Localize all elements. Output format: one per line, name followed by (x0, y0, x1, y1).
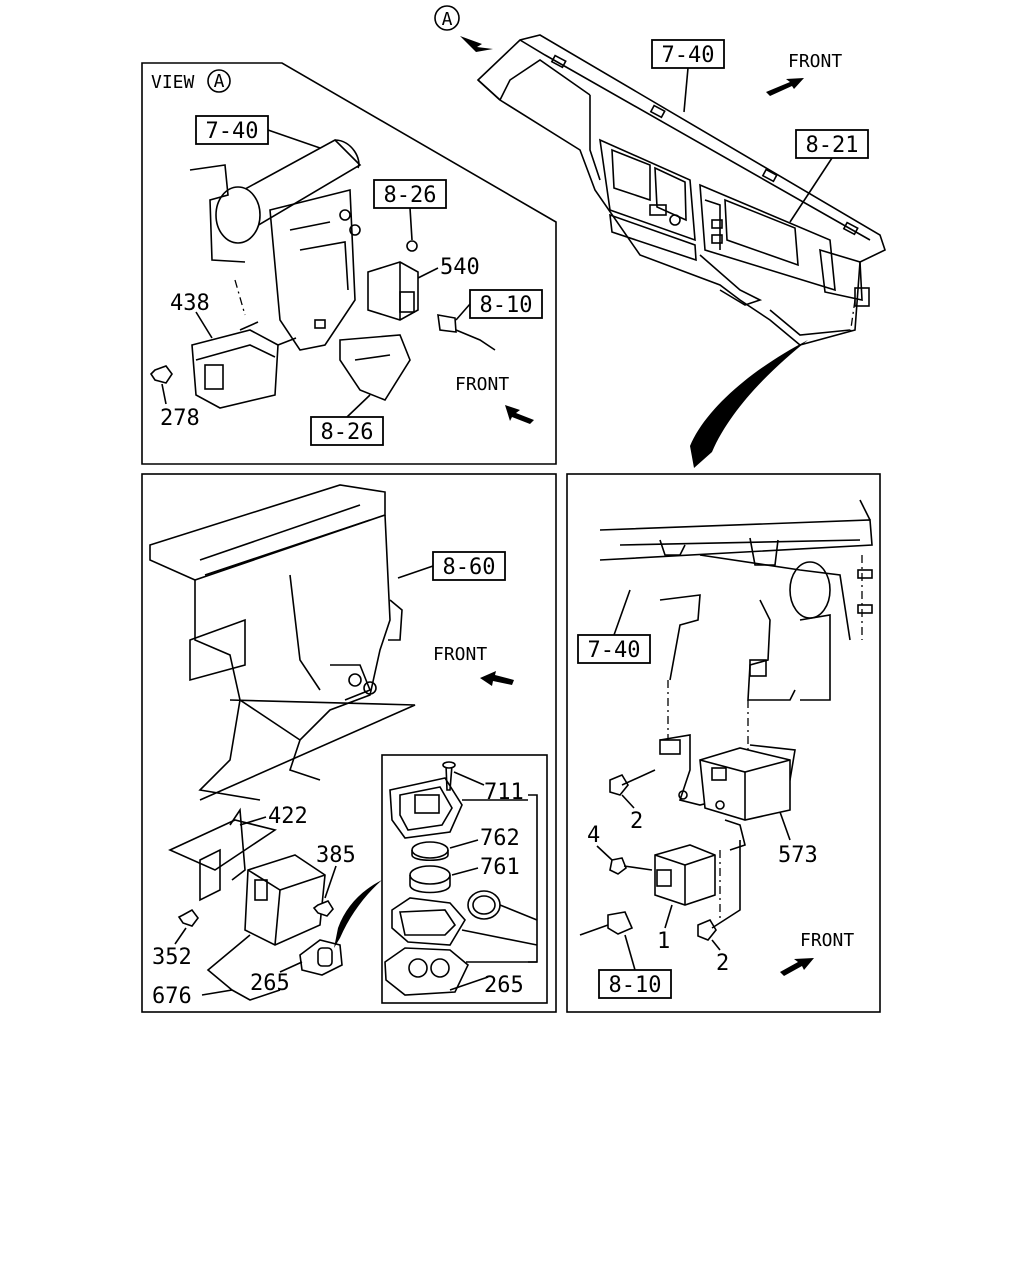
view-a-title: VIEW (151, 72, 195, 93)
view-a-controller-label: 438 (170, 291, 210, 316)
panel-heater-frame (141, 473, 557, 1013)
bracket-bolt-top-label: 2 (630, 809, 643, 834)
view-a-relay-label: 540 (440, 255, 480, 280)
bracket-screw-label: 4 (587, 823, 600, 848)
meter-label-box (795, 129, 869, 159)
bracket-bolt-bottom-label: 2 (716, 951, 729, 976)
bracket-front-arrow (780, 958, 814, 976)
front-label-top: FRONT (788, 51, 842, 72)
dashboard-overview: A 7-40 (434, 5, 886, 468)
front-arrow-top (766, 78, 804, 96)
heater-screw-left-label: 352 (152, 945, 192, 970)
panel-view-a-frame (141, 62, 557, 465)
view-a-front-label: FRONT (455, 374, 509, 395)
heater-key-small-label: 265 (250, 971, 290, 996)
view-a-marker-letter: A (442, 9, 453, 30)
view-a-bar-label: 7-40 (206, 119, 259, 144)
bracket-harness-label: 8-10 (609, 973, 662, 998)
panel-heater: 8-60 FRONT 422 385 352 265 676 (141, 473, 557, 1013)
view-a-nut-label: 278 (160, 406, 200, 431)
heater-unit-label: 8-60 (443, 555, 496, 580)
heater-screw-right-label: 385 (316, 843, 356, 868)
meter-label: 8-21 (806, 133, 859, 158)
keyfob-cover-label: 762 (480, 826, 520, 851)
keyfob-screw-label: 711 (484, 780, 524, 805)
bracket-bar-label: 7-40 (588, 638, 641, 663)
panel-bracket-frame (566, 473, 881, 1013)
dashboard-label: 7-40 (662, 43, 715, 68)
heater-unit-number-label: 676 (152, 984, 192, 1009)
view-a-harness-label: 8-10 (480, 293, 533, 318)
view-a-marker-circle (434, 5, 460, 31)
bracket-number-label: 573 (778, 843, 818, 868)
bracket-relay-label: 1 (657, 929, 670, 954)
view-a-front-arrow (505, 405, 534, 424)
view-a-bracket-label: 8-26 (321, 420, 374, 445)
view-a-clip-label: 8-26 (384, 183, 437, 208)
keyfob-case-label: 265 (484, 973, 524, 998)
panel-keyfob: 711 762 761 265 (381, 754, 548, 1004)
heater-front-label: FRONT (433, 644, 487, 665)
view-a-title-letter: A (214, 71, 225, 92)
keyfob-battery-label: 761 (480, 855, 520, 880)
view-a-direction-arrow (460, 36, 493, 55)
panel-bracket: 7-40 2 4 573 1 2 8-10 FRONT (566, 473, 881, 1013)
panel-view-a: VIEW A 7-40 (141, 62, 557, 465)
heater-curved-arrow (334, 880, 382, 948)
heater-bracket-label: 422 (268, 804, 308, 829)
panel-keyfob-frame (381, 754, 548, 1004)
detail-curved-arrow (690, 340, 808, 468)
dashboard-label-box (651, 39, 725, 69)
bracket-front-label: FRONT (800, 930, 854, 951)
heater-front-arrow (480, 671, 514, 686)
